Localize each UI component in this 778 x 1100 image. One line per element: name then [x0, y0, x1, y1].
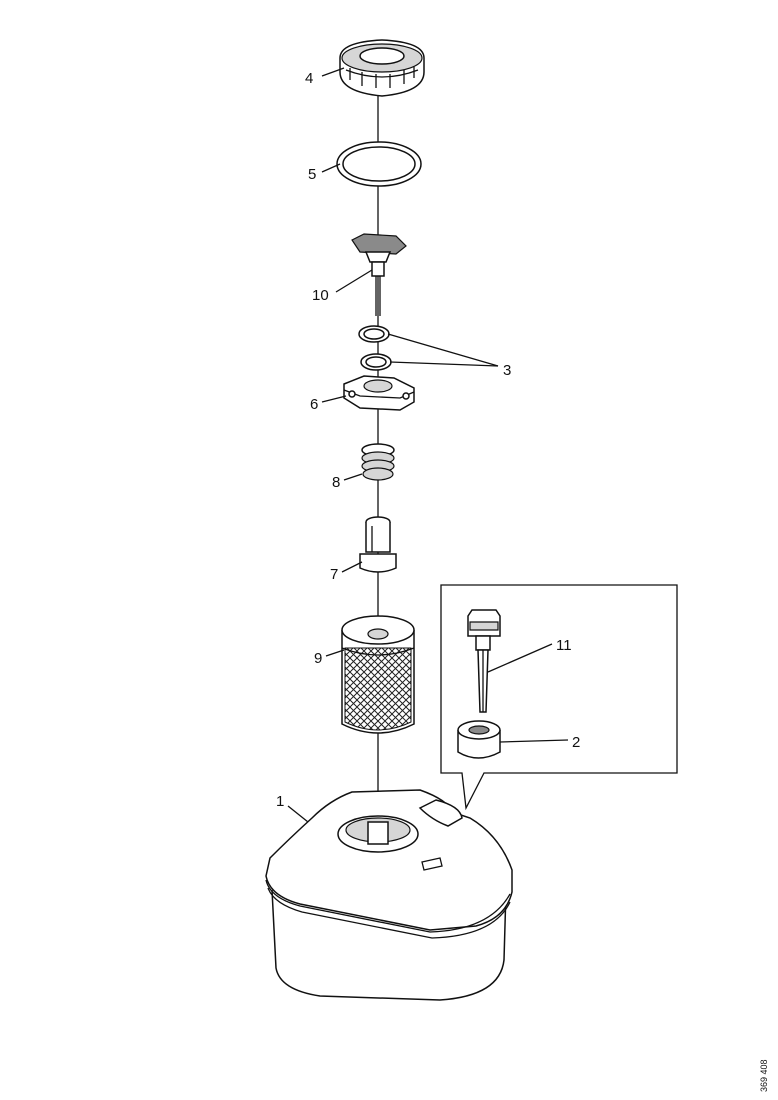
leader-line-5	[321, 163, 341, 173]
callout-4: 4	[305, 70, 313, 87]
leader-line-6	[321, 395, 347, 403]
callout-9: 9	[314, 650, 322, 667]
callout-10: 10	[312, 287, 329, 304]
part-4-filler-cap	[339, 39, 425, 97]
callout-2: 2	[572, 734, 580, 751]
part-7-tube	[359, 516, 397, 573]
callout-5: 5	[308, 166, 316, 183]
callout-3: 3	[503, 362, 511, 379]
part-5-sealing-ring	[336, 141, 422, 187]
part-11-level-sensor	[467, 609, 501, 713]
part-2-grommet	[457, 720, 501, 759]
leader-line-3a	[387, 333, 499, 367]
part-6-bracket	[343, 375, 415, 411]
leader-line-2	[499, 739, 569, 743]
part-10-dipstick	[351, 233, 407, 316]
callout-11: 11	[556, 637, 572, 654]
callout-8: 8	[332, 474, 340, 491]
leader-line-8	[343, 473, 363, 481]
leader-line-3b	[389, 361, 499, 367]
part-8-spring	[361, 443, 395, 481]
callout-7: 7	[330, 566, 338, 583]
callout-1: 1	[276, 793, 284, 810]
leader-line-1	[287, 805, 309, 823]
part-3-o-rings	[358, 325, 392, 371]
leader-line-11	[487, 643, 553, 673]
callout-6: 6	[310, 396, 318, 413]
leader-line-9	[325, 649, 345, 657]
leader-line-4	[321, 67, 345, 77]
leader-line-7	[341, 561, 363, 573]
drawing-reference-number: 369 408	[759, 1059, 769, 1092]
part-1-reservoir-tank	[265, 789, 513, 1001]
detail-inset-box	[440, 584, 678, 811]
leader-line-10	[335, 269, 373, 293]
part-9-filter-element	[341, 615, 415, 734]
